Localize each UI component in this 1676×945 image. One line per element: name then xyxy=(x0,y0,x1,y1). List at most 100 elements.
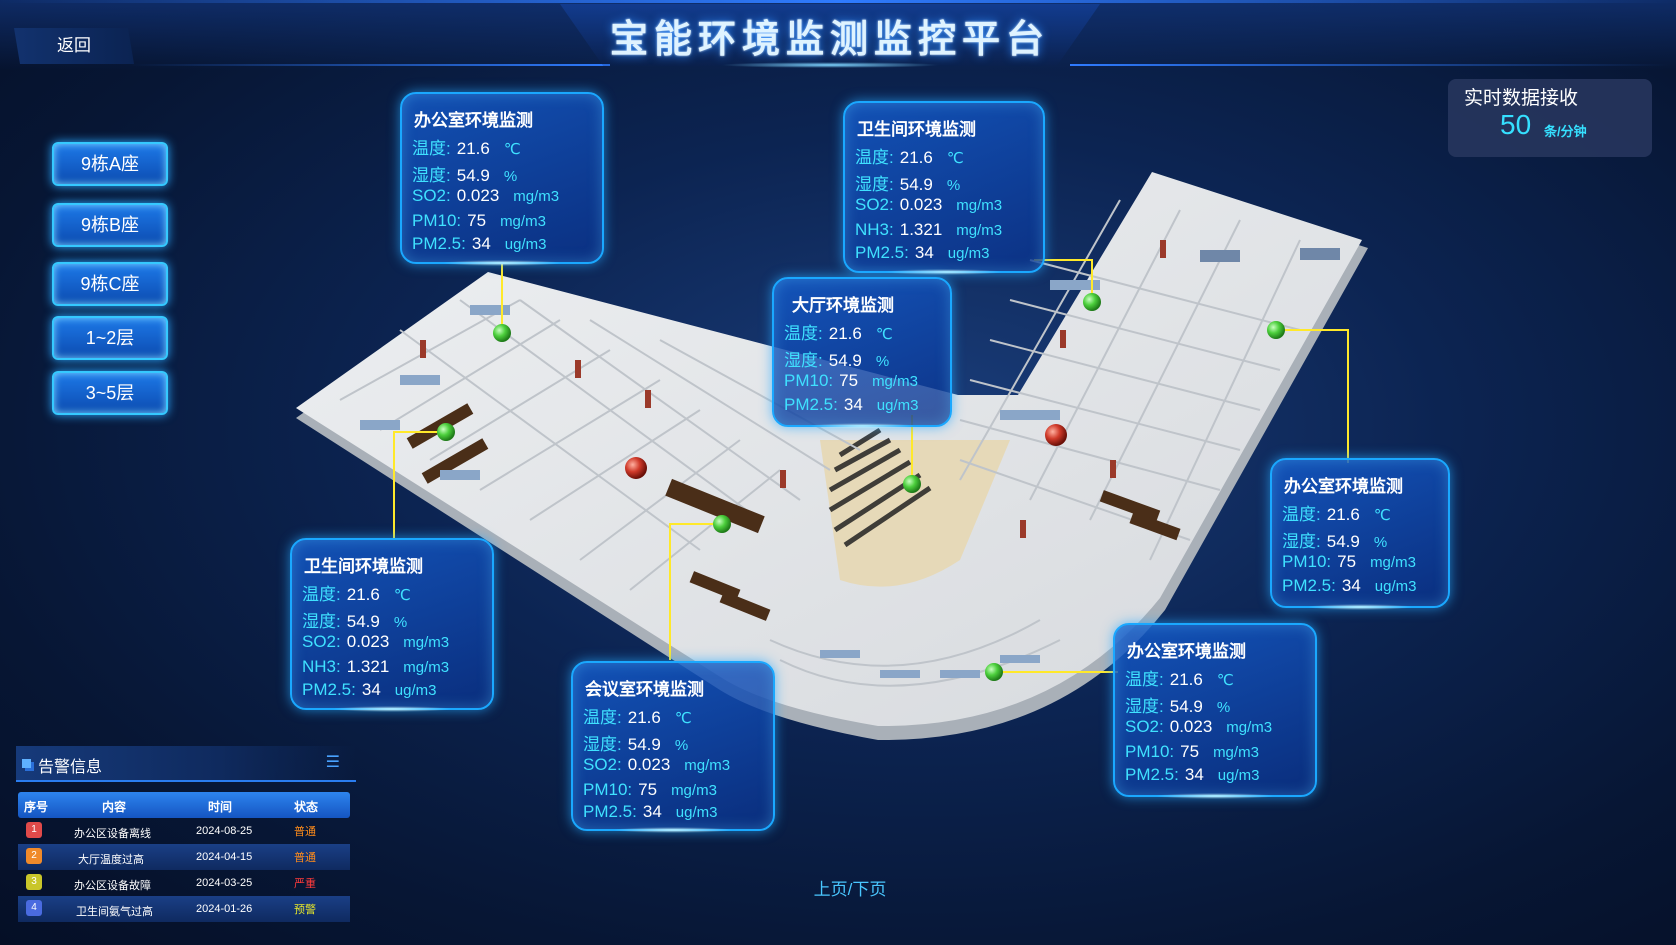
metric-row: 温度:21.6℃ xyxy=(302,585,411,604)
alarm-time: 2024-03-25 xyxy=(196,877,253,889)
back-button[interactable]: 返回 xyxy=(14,28,134,64)
leader-line-toilet-1 xyxy=(1034,259,1093,302)
panel-glow xyxy=(613,827,733,833)
alarm-time: 2024-08-25 xyxy=(196,825,253,837)
column-header: 序号 xyxy=(24,800,49,814)
title-glow xyxy=(720,62,940,68)
alarm-content: 办公区设备离线 xyxy=(74,828,151,840)
alarm-time: 2024-01-26 xyxy=(196,903,253,915)
alarm-row[interactable]: 2 大厅温度过高 2024-04-15 普通 xyxy=(18,844,350,870)
realtime-counter: 实时数据接收 50 条/分钟 xyxy=(1448,79,1652,157)
building-9c-button[interactable]: 9栋C座 xyxy=(52,262,168,306)
realtime-label: 实时数据接收 xyxy=(1464,88,1579,109)
sensor-icon xyxy=(985,663,1003,681)
blue-desks xyxy=(360,248,1340,678)
panel-title: 会议室环境监测 xyxy=(585,680,704,699)
panel-glow xyxy=(442,260,562,266)
page-title: 宝能环境监测监控平台 xyxy=(609,19,1050,61)
column-header: 时间 xyxy=(208,800,233,814)
alarm-content: 办公区设备故障 xyxy=(74,880,151,892)
panel-title: 卫生间环境监测 xyxy=(304,557,423,576)
alarm-table: 序号 内容 时间 状态 1 办公区设备离线 2024-08-25 普通 2 大厅… xyxy=(18,792,350,922)
leader-line-office-2 xyxy=(1276,329,1349,463)
metric-row: 湿度:54.9% xyxy=(1125,697,1231,716)
header-left-line xyxy=(130,64,610,66)
alarm-content: 大厅温度过高 xyxy=(78,854,144,866)
floor-3-5-button[interactable]: 3~5层 xyxy=(52,371,168,415)
metric-row: 温度:21.6℃ xyxy=(583,708,692,727)
sensor-icon xyxy=(1267,321,1285,339)
leader-line-toilet-2 xyxy=(393,431,446,540)
alarm-number-badge: 1 xyxy=(26,822,42,838)
metric-row: 温度:21.6℃ xyxy=(1282,505,1391,524)
alarm-status: 预警 xyxy=(294,904,316,916)
sensor-icon xyxy=(903,475,921,493)
metric-row: 湿度:54.9% xyxy=(583,735,689,754)
panel-title: 办公室环境监测 xyxy=(1127,642,1246,661)
alarm-marker-icon xyxy=(1045,424,1067,446)
panel-title: 办公室环境监测 xyxy=(414,111,533,130)
panel-title: 大厅环境监测 xyxy=(792,296,894,315)
panel-title: 卫生间环境监测 xyxy=(857,120,976,139)
sensor-icon xyxy=(437,423,455,441)
sensor-icon xyxy=(713,515,731,533)
column-header: 内容 xyxy=(102,800,127,814)
alarm-row[interactable]: 4 卫生间氨气过高 2024-01-26 预警 xyxy=(18,896,350,922)
metric-row: 湿度:54.9% xyxy=(1282,532,1388,551)
realtime-unit: 条/分钟 xyxy=(1544,124,1587,139)
alarm-row[interactable]: 3 办公区设备故障 2024-03-25 严重 xyxy=(18,870,350,896)
alarm-row[interactable]: 1 办公区设备离线 2024-08-25 普通 xyxy=(18,818,350,844)
building-9b-button[interactable]: 9栋B座 xyxy=(52,203,168,247)
menu-icon[interactable]: ☰ xyxy=(325,754,340,771)
panel-glow xyxy=(332,706,452,712)
metric-row: 温度:21.6℃ xyxy=(855,148,964,167)
panel-glow xyxy=(1155,793,1275,799)
panel-glow xyxy=(809,423,915,429)
column-header: 状态 xyxy=(294,800,319,814)
floor-1-2-button[interactable]: 1~2层 xyxy=(52,316,168,360)
header-right-line xyxy=(1070,64,1670,66)
metric-row: 湿度:54.9% xyxy=(784,351,890,370)
alarm-number-badge: 2 xyxy=(26,848,42,864)
title-plate xyxy=(560,4,1100,66)
pagination-link[interactable]: 上页/下页 xyxy=(813,880,887,899)
metric-row: 温度:21.6℃ xyxy=(784,324,893,343)
alarm-number-badge: 3 xyxy=(26,874,42,890)
building-9a-button[interactable]: 9栋A座 xyxy=(52,142,168,186)
alarm-panel: 告警信息 ☰ 序号 内容 时间 状态 1 办公区设备离线 2024-08-25 … xyxy=(16,746,356,926)
alarm-status: 普通 xyxy=(294,852,316,864)
alarm-title-icon xyxy=(22,759,31,768)
sensor-icon xyxy=(493,324,511,342)
leader-line-meeting xyxy=(669,523,722,660)
alarm-number-badge: 4 xyxy=(26,900,42,916)
metric-row: 湿度:54.9% xyxy=(855,175,961,194)
metric-row: 湿度:54.9% xyxy=(412,166,518,185)
alarm-table-header: 序号 内容 时间 状态 xyxy=(18,792,350,818)
alarm-title: 告警信息 xyxy=(38,759,103,776)
alarm-marker-icon xyxy=(625,457,647,479)
